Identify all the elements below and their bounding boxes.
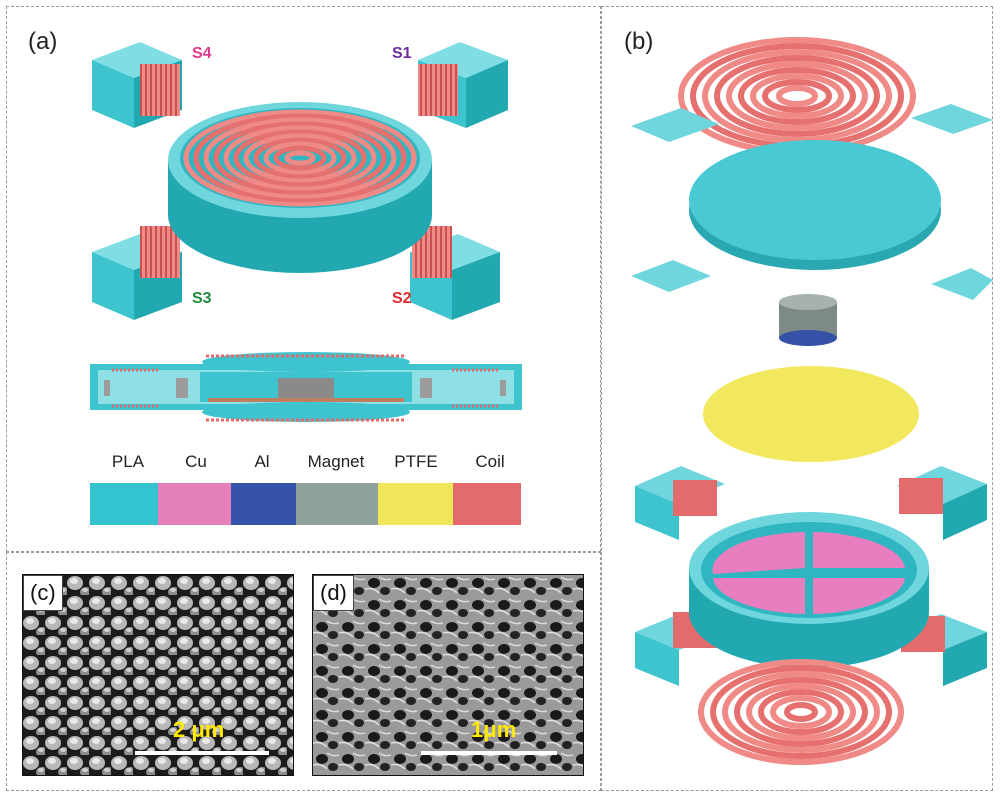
legend-swatch-ptfe (378, 483, 453, 525)
sem-texture-porous (313, 575, 583, 775)
sem-image-c: (c) 2 μm (22, 574, 294, 776)
legend-name-pla: PLA (111, 452, 145, 471)
sensor-label-s1: S1 (392, 45, 412, 62)
sensor-label-s3: S3 (192, 290, 212, 307)
legend-swatch-magnet (296, 483, 378, 525)
sensor-label-s4: S4 (192, 45, 212, 62)
scale-text-c: 2 μm (173, 717, 225, 742)
legend-name-cu: Cu (185, 452, 207, 471)
panel-a-frame (6, 6, 601, 552)
assembled-device-illustration (92, 42, 508, 320)
panel-c-label: (c) (23, 575, 63, 611)
scale-bar-c (135, 751, 269, 755)
lower-spiral-coil (698, 659, 904, 765)
cross-section-illustration (90, 352, 522, 422)
legend-name-al: Al (254, 452, 270, 471)
sem-texture-grains (23, 575, 293, 775)
arm-coil-s4 (140, 64, 180, 116)
legend-name-ptfe: PTFE (394, 452, 438, 471)
panel-d-label: (d) (313, 575, 354, 611)
panel-b-frame (601, 6, 993, 791)
arm-coil-s1 (418, 64, 458, 116)
legend-swatch-coil (453, 483, 521, 525)
lower-assembly (635, 466, 987, 686)
legend-swatch-cu (158, 483, 231, 525)
legend-swatch-al (231, 483, 296, 525)
panel-a-label: (a) (28, 28, 58, 55)
exploded-view-illustration (631, 37, 993, 765)
scale-bar-d (421, 751, 557, 755)
magnet-cylinder (779, 294, 837, 346)
top-spiral-coil (183, 109, 417, 207)
sem-image-d: (d) 1μm (312, 574, 584, 776)
ptfe-disc (703, 366, 919, 462)
legend-name-coil: Coil (475, 452, 505, 471)
sensor-label-s2: S2 (392, 290, 412, 307)
arm-coil-s3 (140, 226, 180, 278)
panel-cd-frame (6, 552, 601, 791)
scale-text-d: 1μm (471, 717, 517, 742)
legend-swatch-pla (90, 483, 158, 525)
upper-spiral-coil (678, 37, 916, 155)
panel-b-label: (b) (624, 28, 654, 55)
upper-pla-plate (631, 104, 993, 300)
legend-name-magnet: Magnet (307, 452, 365, 471)
